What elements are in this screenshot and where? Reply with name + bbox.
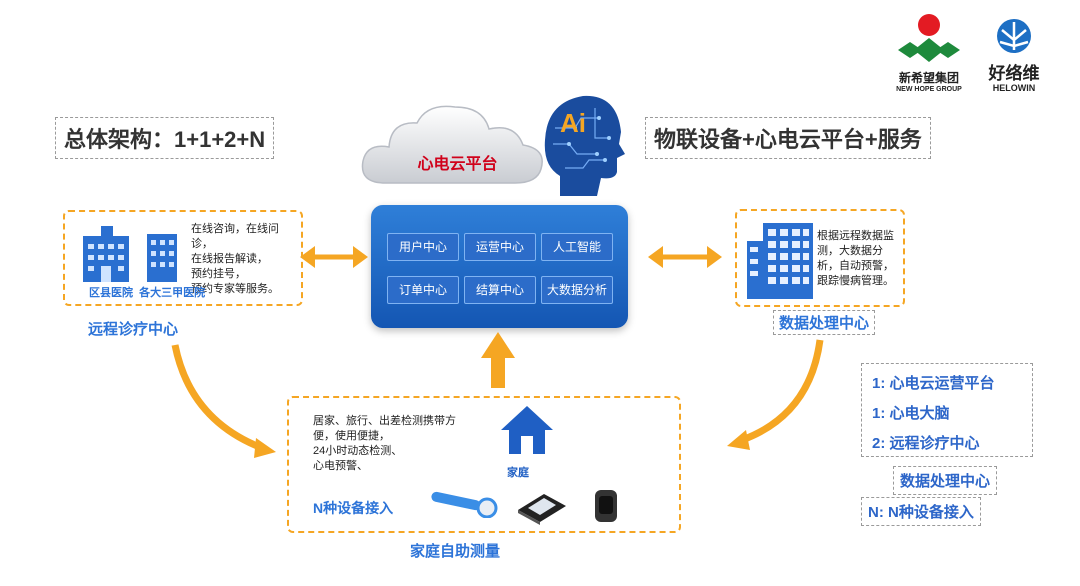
legend-item: 2: 远程诊疗中心 xyxy=(872,435,980,452)
remote-description-line: 在线咨询，在线问诊， xyxy=(191,223,279,250)
new-hope-english: NEW HOPE GROUP xyxy=(896,86,962,93)
home-description-line: 居家、旅行、出差检测携带方 xyxy=(313,415,456,427)
cloud-platform-panel: 用户中心 运营中心 人工智能 订单中心 结算中心 大数据分析 xyxy=(371,205,628,328)
data-description-line: 根据远程数据监 xyxy=(817,230,894,242)
new-hope-emblem-icon xyxy=(898,14,960,62)
remote-description-line: 预约专家等服务。 xyxy=(191,283,279,295)
remote-description-line: 在线报告解读， xyxy=(191,253,268,265)
data-center-description: 根据远程数据监 测，大数据分 析，自动预警， 跟踪慢病管理。 xyxy=(817,229,901,289)
remote-center-description: 在线咨询，在线问诊， 在线报告解读， 预约挂号， 预约专家等服务。 xyxy=(191,222,299,297)
data-center-label: 数据处理中心 xyxy=(773,310,876,335)
helowin-english: HELOWIN xyxy=(992,83,1036,93)
devices-label: N种设备接入 xyxy=(313,500,394,516)
curved-arrow-right xyxy=(740,339,824,444)
double-arrow-left xyxy=(300,246,368,268)
big-data-analysis-button[interactable]: 大数据分析 xyxy=(541,276,613,304)
legend-item: 数据处理中心 xyxy=(893,466,998,495)
remote-description-line: 预约挂号， xyxy=(191,268,246,280)
curved-arrow-left xyxy=(171,344,264,452)
data-description-line: 跟踪慢病管理。 xyxy=(817,275,894,287)
hospital-buildings-icon xyxy=(83,226,177,282)
home-measurement-label: 家庭自助测量 xyxy=(410,543,501,560)
concept-title: 物联设备+心电云平台+服务 xyxy=(645,117,931,159)
helowin-emblem-icon xyxy=(997,19,1031,53)
legend-item: 1: 心电大脑 xyxy=(872,405,950,422)
helowin-name: 好络维 xyxy=(988,64,1040,83)
house-icon xyxy=(501,406,553,454)
hospital-labels: 区县医院 各大三甲医院 xyxy=(89,287,206,299)
ai-brain-head-icon xyxy=(544,95,625,196)
new-hope-name: 新希望集团 xyxy=(898,71,959,85)
helowin-logo: 好络维 HELOWIN xyxy=(978,12,1050,93)
ecg-wearable-device-icon xyxy=(595,490,617,522)
up-arrow xyxy=(481,332,515,388)
new-hope-logo: 新希望集团 NEW HOPE GROUP xyxy=(888,12,970,93)
data-description-line: 测，大数据分 xyxy=(817,245,883,257)
architecture-title: 总体架构：1+1+2+N xyxy=(55,117,275,159)
home-description-line: 便，使用便捷， xyxy=(313,430,390,442)
double-arrow-right xyxy=(648,246,722,268)
data-center-box: 根据远程数据监 测，大数据分 析，自动预警， 跟踪慢病管理。 xyxy=(735,209,905,307)
legend-box xyxy=(861,363,1033,457)
cloud-icon xyxy=(361,105,543,184)
remote-center-label: 远程诊疗中心 xyxy=(88,321,179,338)
cloud-platform-label: 心电云平台 xyxy=(417,156,498,173)
home-description-line: 心电预警、 xyxy=(313,460,368,472)
settlement-center-button[interactable]: 结算中心 xyxy=(464,276,536,304)
home-description-line: 24小时动态检测、 xyxy=(313,445,403,457)
data-description-line: 析，自动预警， xyxy=(817,260,894,272)
ai-button[interactable]: 人工智能 xyxy=(541,233,613,261)
legend-item: 1: 心电云运营平台 xyxy=(872,375,995,392)
home-description: 居家、旅行、出差检测携带方 便，使用便捷， 24小时动态检测、 心电预警、 xyxy=(313,414,513,474)
user-center-button[interactable]: 用户中心 xyxy=(387,233,459,261)
home-box: 居家、旅行、出差检测携带方 便，使用便捷， 24小时动态检测、 心电预警、 家庭… xyxy=(287,396,681,533)
ecg-monitor-device-icon xyxy=(518,494,566,525)
legend-item: N: N种设备接入 xyxy=(861,497,981,526)
remote-center-box: 在线咨询，在线问诊， 在线报告解读， 预约挂号， 预约专家等服务。 区县医院 各… xyxy=(63,210,303,306)
home-label: 家庭 xyxy=(507,467,529,479)
ai-label: Ai xyxy=(560,108,586,138)
ecg-handheld-device-icon xyxy=(431,491,498,518)
operation-center-button[interactable]: 运营中心 xyxy=(464,233,536,261)
order-center-button[interactable]: 订单中心 xyxy=(387,276,459,304)
office-building-icon xyxy=(747,223,813,299)
